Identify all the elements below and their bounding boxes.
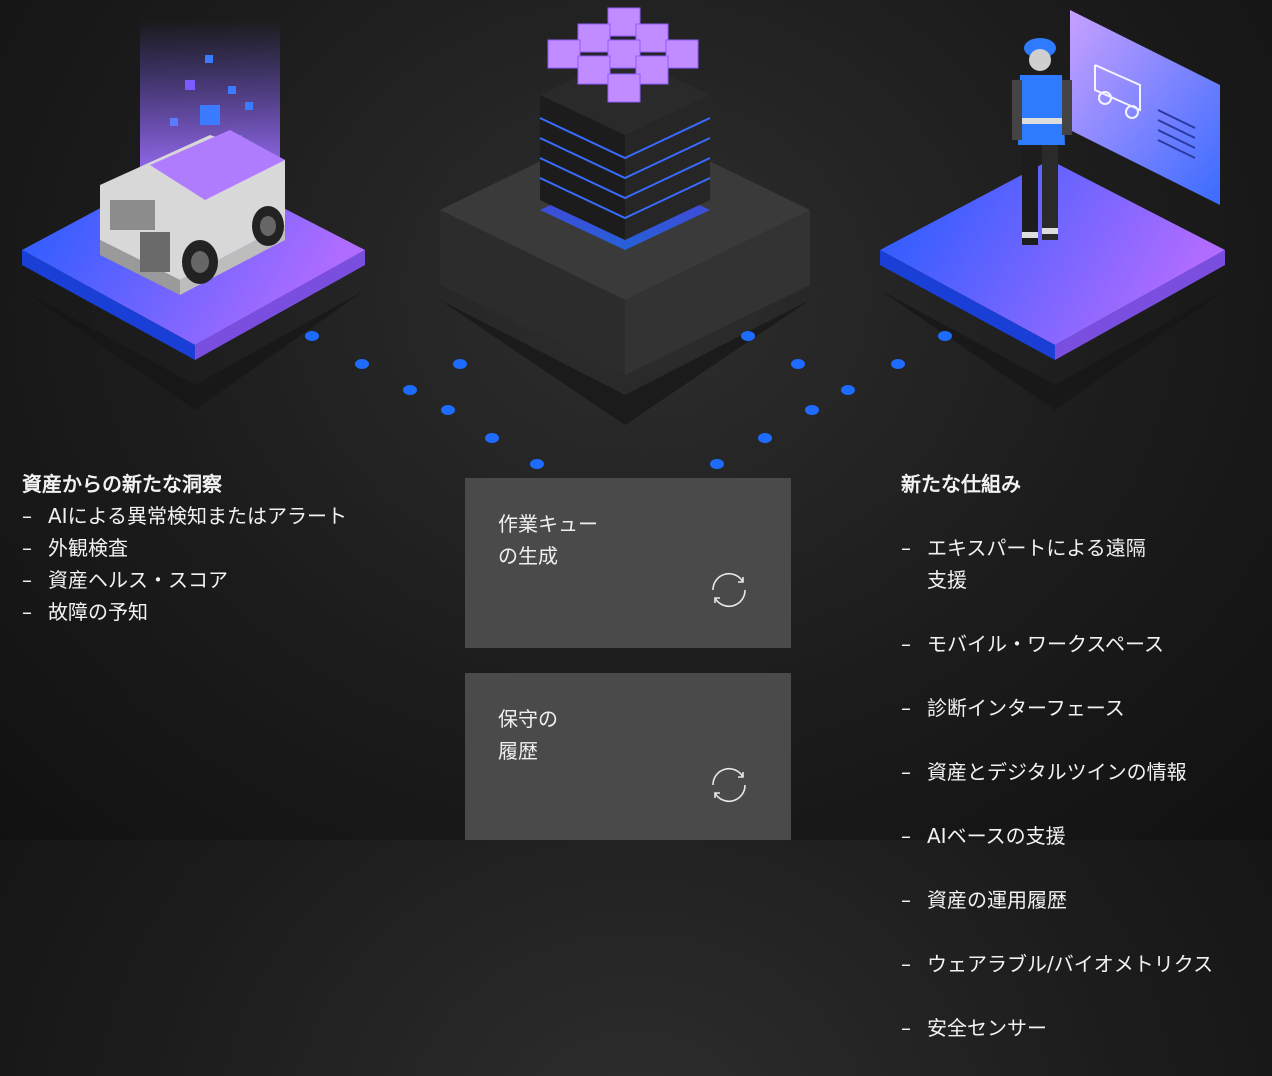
connector-dots: [305, 331, 952, 469]
left-section-title: 資産からの新たな洞察: [22, 472, 222, 496]
refresh-icon: [712, 767, 746, 803]
work-queue-card: 作業キュー の生成: [465, 478, 791, 648]
list-item: 故障の予知: [22, 596, 452, 628]
list-item: モバイル・ワークスペース: [901, 628, 1261, 660]
card-label: 保守の 履歴: [498, 707, 558, 763]
left-section: 資産からの新たな洞察 AIによる異常検知またはアラート 外観検査 資産ヘルス・ス…: [22, 468, 452, 628]
list-item: ウェアラブル/バイオメトリクス: [901, 948, 1261, 980]
card-label: 作業キュー の生成: [498, 512, 598, 568]
list-item: 資産ヘルス・スコア: [22, 564, 452, 596]
list-item: AIによる異常検知またはアラート: [22, 500, 452, 532]
refresh-icon: [712, 572, 746, 608]
diagnostic-screen: [1070, 10, 1220, 205]
list-item: 資産とデジタルツインの情報: [901, 756, 1261, 788]
list-item: 外観検査: [22, 532, 452, 564]
list-item: 資産の運用履歴: [901, 884, 1261, 916]
right-section: 新たな仕組み エキスパートによる遠隔 支援 モバイル・ワークスペース 診断インタ…: [901, 468, 1261, 1076]
left-platform: [22, 20, 365, 410]
maintenance-history-card: 保守の 履歴: [465, 673, 791, 840]
list-item: 診断インターフェース: [901, 692, 1261, 724]
right-section-list: エキスパートによる遠隔 支援 モバイル・ワークスペース 診断インターフェース 資…: [901, 500, 1261, 1076]
illustration-layer: [22, 7, 1225, 469]
right-section-title: 新たな仕組み: [901, 472, 1021, 496]
right-platform: [880, 10, 1225, 410]
list-item: AIベースの支援: [901, 820, 1261, 852]
field-worker-icon: [1012, 38, 1072, 245]
data-cube-stack-icon: [539, 7, 711, 240]
list-item: エキスパートによる遠隔 支援: [901, 532, 1261, 596]
center-platform: [440, 7, 810, 425]
list-item: 安全センサー: [901, 1012, 1261, 1044]
left-section-list: AIによる異常検知またはアラート 外観検査 資産ヘルス・スコア 故障の予知: [22, 500, 452, 628]
mining-truck-icon: [100, 130, 285, 295]
